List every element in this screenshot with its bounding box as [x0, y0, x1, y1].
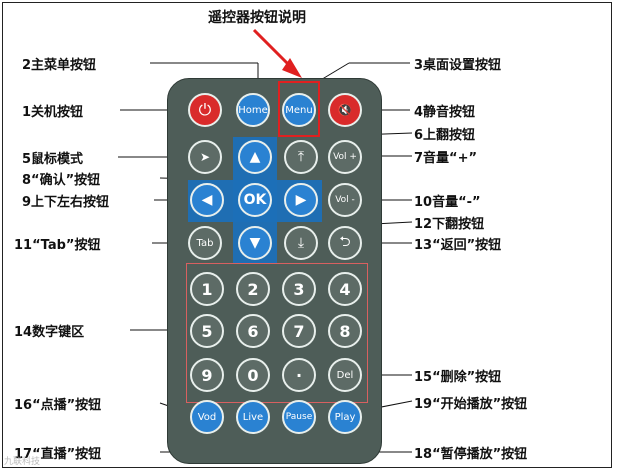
digit-8-button[interactable]: 8 — [328, 314, 362, 348]
label-mouse-mode: 5鼠标模式 — [22, 152, 84, 167]
page-down-icon: ⤓ — [297, 235, 305, 251]
pause-button[interactable]: Pause — [282, 400, 316, 434]
dot-label: · — [295, 365, 303, 385]
digit-label: 5 — [201, 321, 213, 341]
back-icon: ⮌ — [339, 234, 351, 250]
play-button[interactable]: Play — [328, 400, 362, 434]
label-main-menu: 2主菜单按钮 — [22, 58, 97, 73]
cursor-icon: ➤ — [199, 150, 211, 164]
label-pause: 18“暂停播放”按钮 — [414, 447, 528, 462]
label-mute: 4静音按钮 — [414, 105, 476, 120]
digit-2-button[interactable]: 2 — [236, 272, 270, 306]
live-button[interactable]: Live — [236, 400, 270, 434]
digit-label: 1 — [201, 279, 213, 299]
watermark: 九联科技 — [4, 457, 41, 467]
digit-9-button[interactable]: 9 — [190, 358, 224, 392]
digit-label: 6 — [247, 321, 259, 341]
arrow-up-icon: ▲ — [249, 149, 261, 165]
digit-0-button[interactable]: 0 — [236, 358, 270, 392]
dot-button[interactable]: · — [282, 358, 316, 392]
label-confirm: 8“确认”按钮 — [22, 173, 101, 188]
label-shutdown: 1关机按钮 — [22, 105, 84, 120]
ok-button[interactable]: OK — [238, 183, 272, 217]
ok-label: OK — [243, 192, 267, 208]
vod-button[interactable]: Vod — [190, 400, 224, 434]
label-page-up: 6上翻按钮 — [414, 128, 476, 143]
arrow-left-icon: ◀ — [201, 192, 213, 208]
home-button[interactable]: Home — [236, 93, 270, 127]
mouse-mode-button[interactable]: ➤ — [188, 140, 222, 174]
pause-label: Pause — [285, 412, 313, 422]
digit-6-button[interactable]: 6 — [236, 314, 270, 348]
tab-label: Tab — [196, 237, 214, 249]
up-button[interactable]: ▲ — [238, 140, 272, 174]
diagram-title: 遥控器按钮说明 — [208, 10, 306, 26]
mute-icon: 🔇 — [337, 103, 353, 117]
volume-down-button[interactable]: Vol - — [328, 183, 362, 217]
menu-highlight-box — [278, 81, 320, 137]
digit-label: 8 — [339, 321, 351, 341]
label-play: 19“开始播放”按钮 — [414, 397, 528, 412]
label-tab: 11“Tab”按钮 — [14, 238, 101, 253]
digit-5-button[interactable]: 5 — [190, 314, 224, 348]
digit-label: 9 — [201, 365, 213, 385]
vol-plus-label: Vol + — [333, 152, 357, 162]
label-directions: 9上下左右按钮 — [22, 195, 110, 210]
label-desktop-settings: 3桌面设置按钮 — [414, 58, 502, 73]
page-down-button[interactable]: ⤓ — [284, 226, 318, 260]
mute-button[interactable]: 🔇 — [328, 93, 362, 127]
label-volume-plus: 7音量“+” — [414, 151, 478, 166]
digit-4-button[interactable]: 4 — [328, 272, 362, 306]
label-on-demand: 16“点播”按钮 — [14, 398, 102, 413]
back-button[interactable]: ⮌ — [328, 226, 362, 260]
vod-label: Vod — [197, 411, 217, 423]
live-label: Live — [242, 411, 264, 423]
play-label: Play — [334, 411, 356, 423]
menu-label: Menu — [285, 104, 313, 116]
digit-label: 2 — [247, 279, 259, 299]
digit-label: 0 — [247, 365, 259, 385]
digit-label: 7 — [293, 321, 305, 341]
vol-minus-label: Vol - — [335, 195, 355, 205]
page-up-button[interactable]: ⤒ — [284, 140, 318, 174]
right-button[interactable]: ▶ — [284, 183, 318, 217]
label-page-down: 12下翻按钮 — [414, 217, 485, 232]
arrow-down-icon: ▼ — [249, 235, 261, 251]
label-back: 13“返回”按钮 — [414, 238, 502, 253]
down-button[interactable]: ▼ — [238, 226, 272, 260]
left-button[interactable]: ◀ — [190, 183, 224, 217]
arrow-right-icon: ▶ — [295, 192, 307, 208]
power-icon: ⏻ — [198, 100, 212, 119]
label-numeric-keys: 14数字键区 — [14, 325, 85, 340]
digit-label: 3 — [293, 279, 305, 299]
digit-1-button[interactable]: 1 — [190, 272, 224, 306]
volume-up-button[interactable]: Vol + — [328, 140, 362, 174]
menu-button[interactable]: Menu — [282, 93, 316, 127]
digit-3-button[interactable]: 3 — [282, 272, 316, 306]
page-up-icon: ⤒ — [297, 149, 305, 165]
power-button[interactable]: ⏻ — [188, 93, 222, 127]
label-volume-minus: 10音量“-” — [414, 195, 481, 210]
numeric-area-box — [186, 263, 368, 403]
delete-button[interactable]: Del — [328, 358, 362, 392]
tab-button[interactable]: Tab — [188, 226, 222, 260]
digit-7-button[interactable]: 7 — [282, 314, 316, 348]
digit-label: 4 — [339, 279, 351, 299]
label-live: 17“直播”按钮 — [14, 447, 102, 462]
label-delete: 15“删除”按钮 — [414, 370, 502, 385]
image-frame — [2, 2, 612, 468]
del-label: Del — [336, 369, 354, 381]
home-label: Home — [238, 104, 268, 116]
